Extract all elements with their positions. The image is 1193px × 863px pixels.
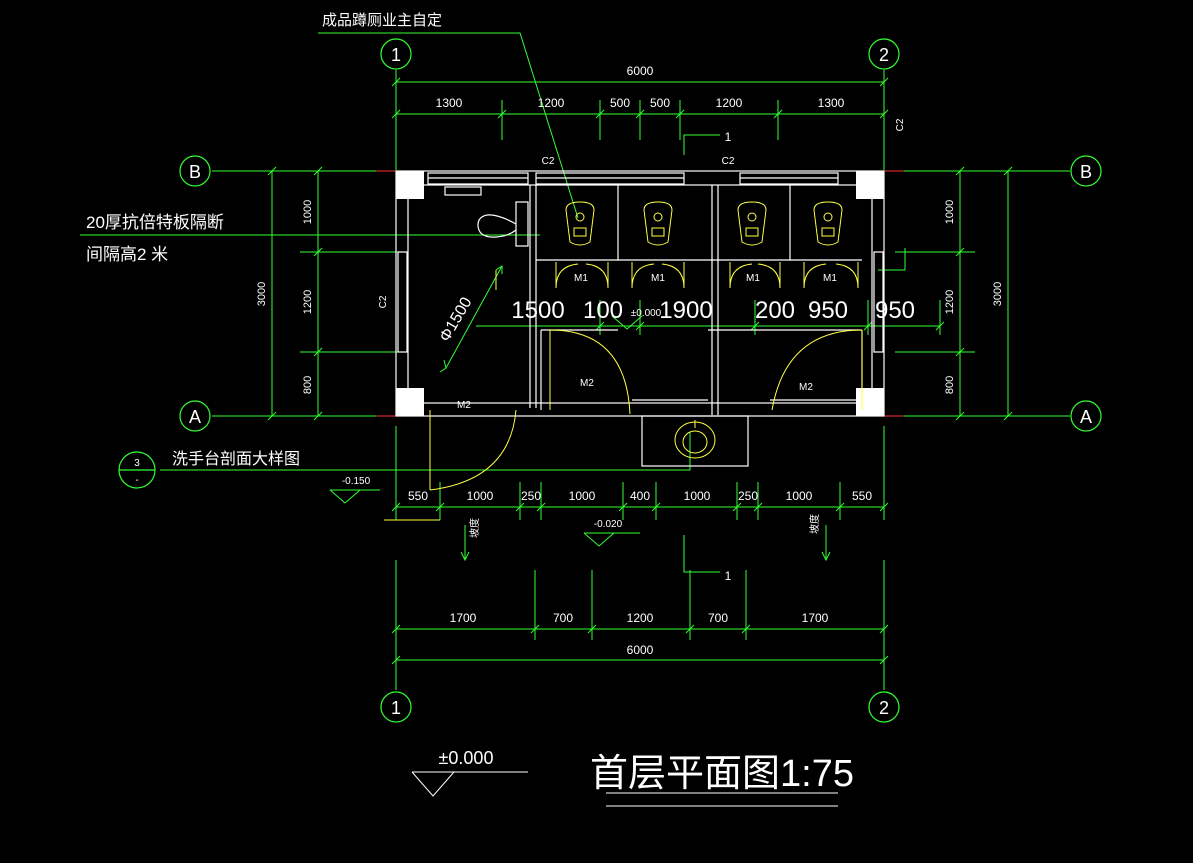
dim-bottom2-seg: 700: [553, 611, 573, 625]
door-label-m1: M1: [746, 273, 760, 284]
axis-label-left-top: B: [189, 162, 201, 182]
axis-red-lines: [376, 170, 904, 417]
door-label-m1: M1: [651, 273, 665, 284]
section-mark: 1: [725, 130, 732, 144]
partition-note-1: 20厚抗倍特板隔断: [86, 213, 224, 232]
axis-label-right-bottom: A: [1080, 407, 1092, 427]
dim-left-seg: 1200: [302, 290, 314, 314]
interior-elevation: ±0.000: [631, 308, 662, 319]
dim-interior: 950: [808, 297, 848, 324]
dim-interior: 950: [875, 297, 915, 324]
door-label-m2: M2: [457, 400, 471, 411]
squat-toilet-icon: [737, 201, 767, 246]
dim-bottom2-seg: 700: [708, 611, 728, 625]
dimension-lines: [80, 32, 1070, 690]
elevation-left: -0.150: [342, 476, 371, 487]
dim-bottom-seg: 250: [738, 489, 758, 503]
dim-bottom-seg: 550: [852, 489, 872, 503]
page-title: 首层平面图1:75: [590, 753, 854, 795]
dim-left-seg: 1000: [302, 200, 314, 224]
axis-label-bottom-left: 1: [391, 698, 401, 718]
axis-label-bottom-right: 2: [879, 698, 889, 718]
dim-right-seg: 800: [944, 376, 956, 394]
section-mark: 1: [725, 569, 732, 583]
squat-toilet-icon: [565, 201, 595, 246]
squat-toilet-icon: [813, 201, 843, 246]
walls: [395, 170, 885, 467]
axis-label-right-top: B: [1080, 162, 1092, 182]
ramp-label: 坡度: [468, 518, 481, 538]
door-label-m2: M2: [580, 378, 594, 389]
circle-diameter: Φ1500: [437, 294, 476, 344]
window-label: C2: [895, 118, 906, 131]
fixtures: [384, 201, 863, 521]
window-label: C2: [378, 295, 389, 308]
dim-right-seg: 1200: [944, 290, 956, 314]
axis-label-top-right: 2: [879, 45, 889, 65]
detail-ref-sheet: -: [135, 475, 138, 486]
dim-bottom-seg: 1000: [467, 489, 494, 503]
detail-ref-number: 3: [134, 458, 140, 469]
squat-toilet-icon: [643, 201, 673, 246]
axis-bubbles: [118, 38, 1102, 723]
title-elevation: ±0.000: [439, 748, 494, 768]
title-graphics: [411, 771, 838, 807]
dim-interior: 1900: [659, 297, 712, 324]
dim-bottom2-seg: 1200: [627, 611, 654, 625]
dim-interior: 1500: [511, 297, 564, 324]
squat-toilet-note: 成品蹲厕业主自定: [322, 12, 442, 29]
dim-bottom-seg: 1000: [684, 489, 711, 503]
dim-top-seg: 1200: [538, 96, 565, 110]
dim-left-overall: 3000: [256, 282, 268, 306]
door-label-m1: M1: [823, 273, 837, 284]
dim-top-seg: 500: [650, 96, 670, 110]
door-label-m2: M2: [799, 382, 813, 393]
washbasin-note: 洗手台剖面大样图: [172, 450, 300, 468]
window-label: C2: [722, 156, 735, 167]
dim-bottom-seg: 1000: [786, 489, 813, 503]
dim-bottom-overall: 6000: [627, 643, 654, 657]
dim-top-seg: 1200: [716, 96, 743, 110]
axis-label-top-left: 1: [391, 45, 401, 65]
dim-top-seg: 1300: [818, 96, 845, 110]
dim-bottom-seg: 250: [521, 489, 541, 503]
elevation-mid: -0.020: [594, 519, 623, 530]
dim-top-seg: 500: [610, 96, 630, 110]
dim-bottom-seg: 550: [408, 489, 428, 503]
dim-interior: 200: [755, 297, 795, 324]
dim-bottom-seg: 400: [630, 489, 650, 503]
dim-left-seg: 800: [302, 376, 314, 394]
axis-label-left-bottom: A: [189, 407, 201, 427]
dim-interior: 100: [583, 297, 623, 324]
dim-bottom2-seg: 1700: [802, 611, 829, 625]
partition-note-2: 间隔高2 米: [86, 245, 168, 264]
dim-top-overall: 6000: [627, 64, 654, 78]
dim-top-seg: 1300: [436, 96, 463, 110]
columns: [396, 171, 884, 416]
dim-bottom2-seg: 1700: [450, 611, 477, 625]
dim-right-seg: 1000: [944, 200, 956, 224]
dim-right-overall: 3000: [992, 282, 1004, 306]
ramp-label: 坡度: [808, 514, 821, 534]
door-label-m1: M1: [574, 273, 588, 284]
window-label: C2: [542, 156, 555, 167]
dim-bottom-seg: 1000: [569, 489, 596, 503]
